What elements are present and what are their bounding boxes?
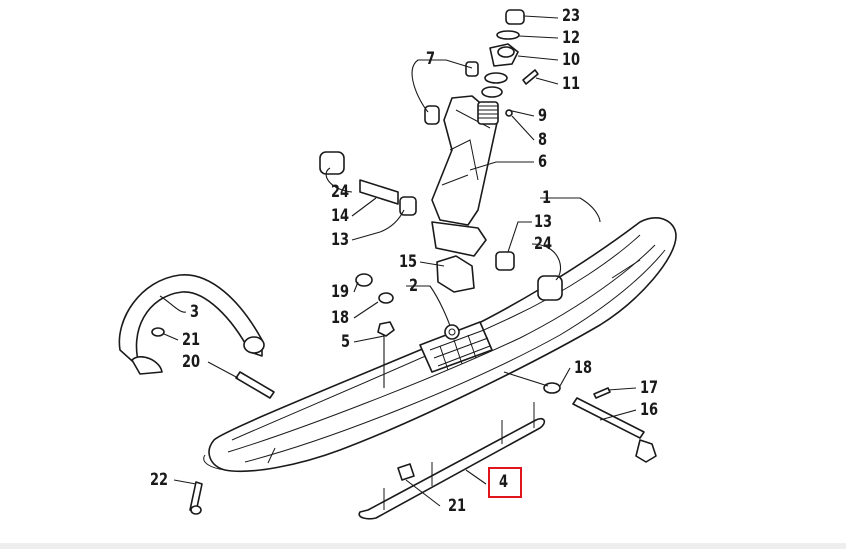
spindle-cap-hardware (481, 9, 539, 117)
callout-8: 8 (538, 130, 548, 150)
callout-18-right: 18 (574, 358, 593, 378)
callout-leaders (159, 15, 637, 507)
callout-9: 9 (538, 106, 548, 126)
callout-13-left: 13 (331, 230, 350, 250)
callout-13-right: 13 (534, 212, 553, 232)
wear-bar-runner (358, 402, 546, 520)
callout-2: 2 (409, 276, 419, 296)
callout-21-top: 21 (182, 330, 201, 350)
callout-14: 14 (331, 206, 350, 226)
callout-6: 6 (538, 152, 548, 172)
callout-20: 20 (182, 352, 201, 372)
callout-11: 11 (562, 74, 581, 94)
callout-23: 23 (562, 6, 581, 26)
highlight-box (488, 467, 522, 498)
callout-1: 1 (542, 188, 552, 208)
callout-24-right: 24 (534, 234, 553, 254)
callout-21-bottom: 21 (448, 496, 467, 516)
spindle (431, 95, 499, 257)
callout-3: 3 (190, 302, 200, 322)
bushings (319, 61, 563, 301)
callout-5: 5 (341, 332, 351, 352)
callout-12: 12 (562, 28, 581, 48)
rubber-stopper (436, 255, 475, 293)
callout-10: 10 (562, 50, 581, 70)
callout-24-top: 24 (331, 182, 350, 202)
callout-16: 16 (640, 400, 659, 420)
callout-7: 7 (426, 49, 436, 69)
bottom-strip (0, 543, 846, 549)
ski-loop-handle (118, 274, 265, 375)
ski-saddle-plate (419, 321, 493, 373)
callout-4[interactable]: 4 (499, 472, 509, 492)
callout-19: 19 (331, 282, 350, 302)
callout-18-left: 18 (331, 308, 350, 328)
callout-22: 22 (150, 470, 169, 490)
callout-17: 17 (640, 378, 659, 398)
callout-15: 15 (399, 252, 418, 272)
